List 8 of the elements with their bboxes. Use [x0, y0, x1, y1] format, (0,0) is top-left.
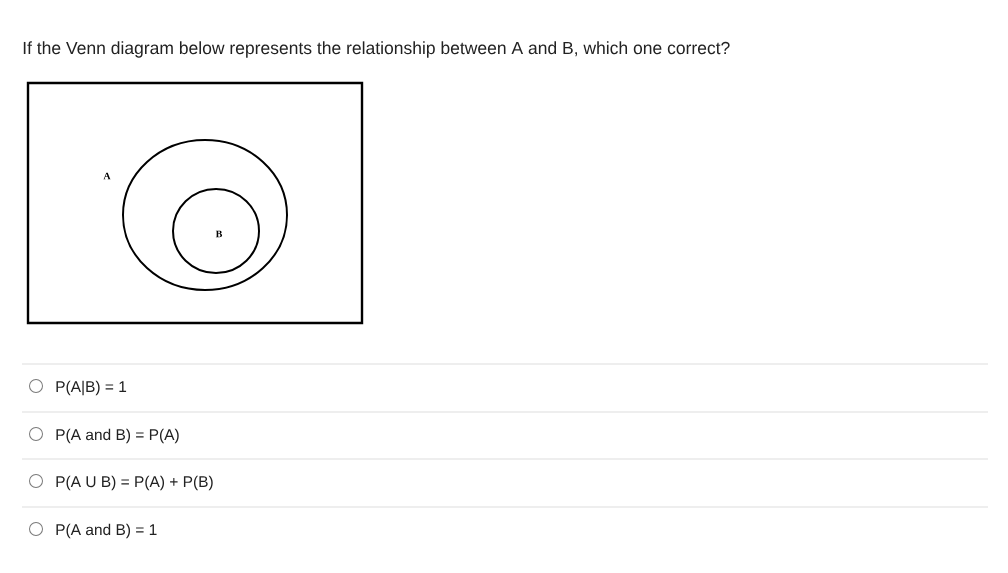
answer-option: P(A|B) = 1 [56, 380, 127, 396]
answer-option: P(A and B) = P(A) [56, 428, 179, 444]
question-text: If the Venn diagram below represents the relationship between A and B, which one correct? [23, 41, 730, 58]
answer-option: P(A and B) = 1 [56, 523, 157, 539]
set-label: B [215, 230, 223, 238]
answer-option: P(A U B) = P(A) + P(B) [56, 475, 213, 491]
set-label: A [103, 172, 111, 180]
venn-rectangle [26, 81, 364, 325]
